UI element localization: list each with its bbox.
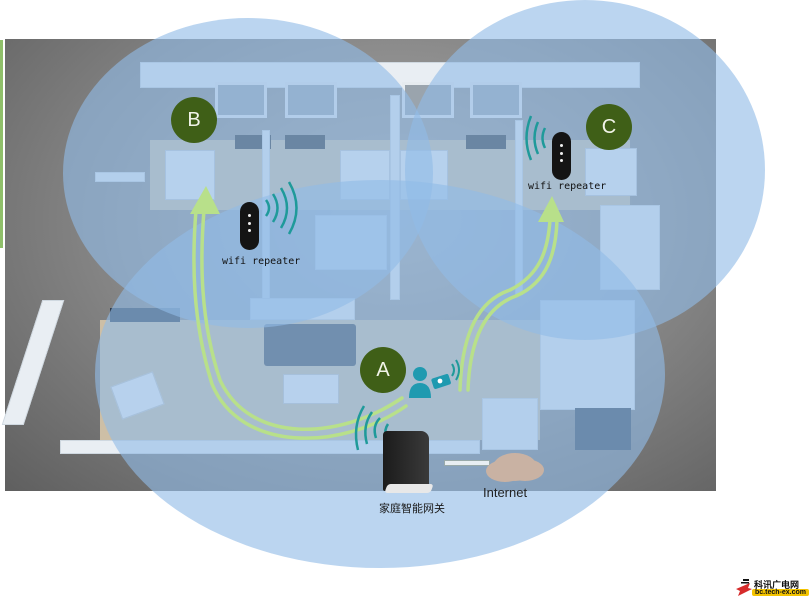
marker-a-label: A (376, 358, 390, 381)
wifi-repeater-right-icon (552, 132, 571, 180)
signal-waves-device (451, 359, 460, 381)
marker-b-label: B (187, 108, 201, 131)
watermark-name: 科讯广电网 (754, 580, 800, 590)
marker-a: A (360, 347, 406, 393)
marker-c-label: C (601, 115, 617, 138)
link-gateway-to-c (458, 218, 559, 392)
gateway-router-stand (384, 484, 434, 493)
watermark-logo-icon (736, 579, 752, 596)
left-accent-strip (0, 40, 3, 248)
signal-waves-right-repeater (525, 115, 547, 161)
marker-c: C (586, 104, 632, 150)
arrowhead-b (190, 186, 220, 214)
internet-cloud-icon (493, 453, 537, 481)
watermark-url: bc.tech-ex.com (752, 589, 809, 596)
user-icon (409, 367, 431, 398)
cable-connector (444, 460, 490, 466)
wifi-repeater-left-icon (240, 202, 259, 250)
internet-label: Internet (483, 485, 528, 500)
arrowhead-c (538, 196, 564, 222)
watermark-logo: 科讯广电网 bc.tech-ex.com (734, 578, 809, 600)
gateway-label: 家庭智能网关 (379, 502, 445, 515)
link-gateway-to-b (192, 208, 408, 440)
tablet-device-icon (431, 373, 451, 389)
repeater-right-label: wifi repeater (528, 181, 607, 192)
gateway-router-icon (383, 431, 429, 491)
repeater-left-label: wifi repeater (222, 256, 301, 267)
marker-b: B (171, 97, 217, 143)
signal-waves-left-repeater (264, 181, 298, 235)
